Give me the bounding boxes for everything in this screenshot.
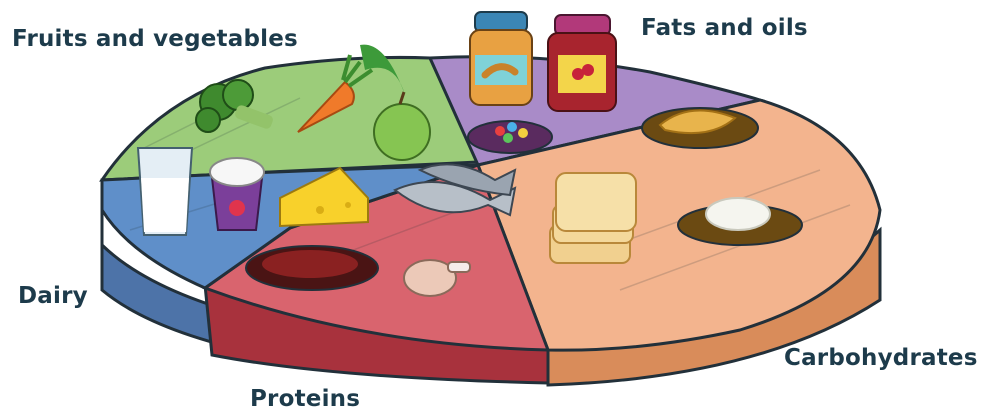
label-carbohydrates: Carbohydrates [784, 345, 978, 371]
peanut-butter-jar-icon [470, 12, 532, 105]
candy-plate-icon [468, 121, 552, 153]
bread-slices-icon [550, 173, 636, 263]
label-fruits-and-vegetables: Fruits and vegetables [12, 26, 298, 52]
label-dairy: Dairy [18, 283, 88, 309]
label-fats-and-oils: Fats and oils [641, 15, 808, 41]
beans-plate-icon [246, 246, 378, 290]
milk-glass-icon [138, 148, 192, 235]
jam-jar-icon [548, 15, 616, 111]
label-proteins: Proteins [250, 386, 360, 412]
yogurt-cup-icon [210, 158, 264, 230]
pasta-plate-icon [642, 108, 758, 148]
